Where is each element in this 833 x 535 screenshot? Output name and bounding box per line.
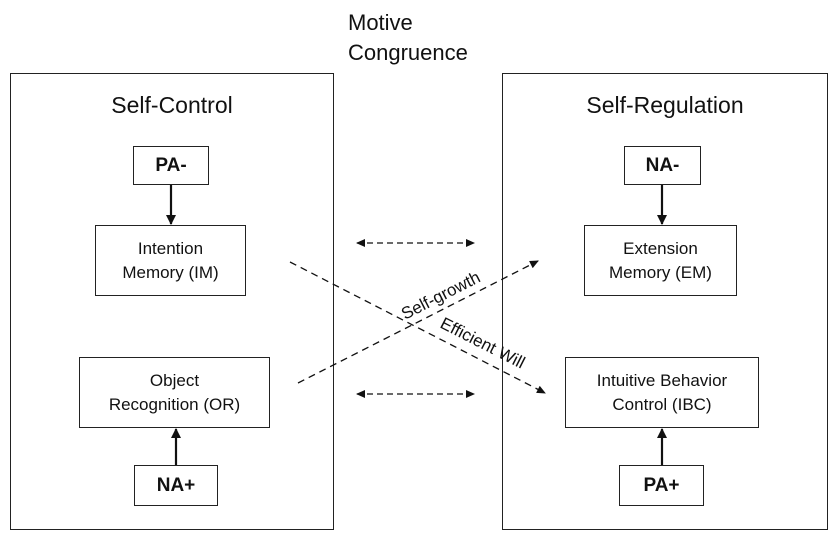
object-recognition-box: Object Recognition (OR) — [79, 357, 270, 428]
efficient-will-arrow — [289, 261, 546, 394]
pa-plus-box: PA+ — [619, 465, 704, 506]
intention-memory-box: Intention Memory (IM) — [95, 225, 246, 296]
object-recognition-label: Object Recognition (OR) — [108, 370, 241, 414]
intention-memory-label: Intention Memory (IM) — [122, 238, 219, 282]
efficient-will-label: Efficient Will — [437, 314, 528, 373]
motive-congruence-label: Motive Congruence — [348, 10, 468, 65]
self-growth-arrow — [297, 260, 539, 384]
intuitive-behavior-control-label: Intuitive Behavior Control (IBC) — [596, 370, 728, 414]
self-regulation-title: Self-Regulation — [586, 92, 744, 118]
self-control-title: Self-Control — [111, 92, 233, 118]
pa-minus-box: PA- — [133, 146, 209, 185]
pa-plus-label: PA+ — [643, 474, 680, 496]
pa-minus-label: PA- — [155, 154, 187, 176]
intuitive-behavior-control-box: Intuitive Behavior Control (IBC) — [565, 357, 759, 428]
extension-memory-box: Extension Memory (EM) — [584, 225, 737, 296]
na-plus-box: NA+ — [134, 465, 218, 506]
self-control-panel: Self-Control — [10, 73, 334, 530]
na-plus-label: NA+ — [156, 474, 196, 496]
na-minus-label: NA- — [645, 154, 680, 176]
na-minus-box: NA- — [624, 146, 701, 185]
extension-memory-label: Extension Memory (EM) — [609, 238, 712, 282]
